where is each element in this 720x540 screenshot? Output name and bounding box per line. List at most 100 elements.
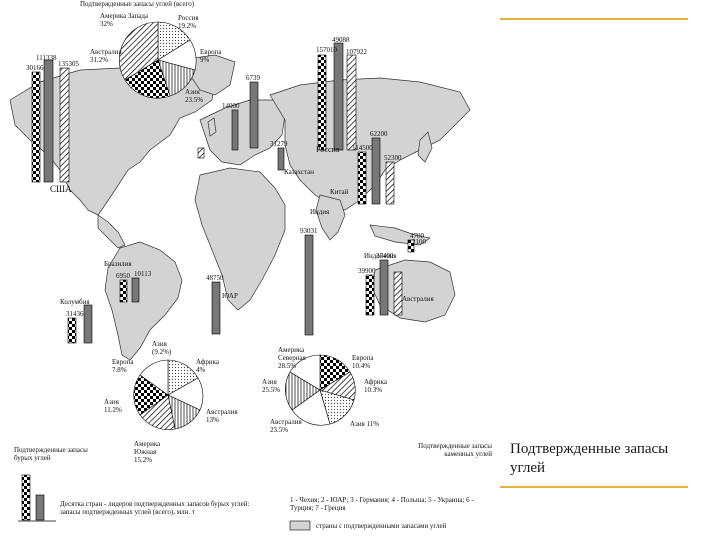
value-europe-1: 14000 bbox=[222, 102, 240, 110]
country-brazil: Бразилия bbox=[104, 260, 132, 268]
country-australia: Австралия bbox=[402, 295, 434, 303]
value-kazakhstan: 31279 bbox=[270, 140, 288, 148]
central-america bbox=[97, 214, 126, 249]
pie-top-label-4: Австралия 31.2% bbox=[90, 48, 122, 64]
japan bbox=[417, 131, 433, 163]
value-aus-2: 37400 bbox=[376, 252, 394, 260]
country-indonesia: Индонезия bbox=[364, 252, 397, 260]
bars-europe bbox=[197, 81, 259, 159]
bars-china bbox=[357, 137, 395, 205]
bar-europe-1 bbox=[249, 81, 259, 149]
bar-aus-3 bbox=[393, 271, 403, 316]
bars-south-africa bbox=[211, 281, 221, 335]
value-europe-2: 6739 bbox=[246, 74, 260, 82]
legend-bottom: 1 - Чехия; 2 - ЮАР; 3 - Германия; 4 - По… bbox=[290, 496, 474, 512]
pie-bl-label-6: Азия 11.2% bbox=[104, 398, 122, 414]
country-india: Индия bbox=[310, 208, 330, 216]
pie-bottom-right bbox=[285, 354, 356, 426]
value-usa-1: 111338 bbox=[36, 54, 57, 62]
country-usa: США bbox=[50, 184, 72, 194]
pie-bl-label-4: Америка Южная 15.2% bbox=[134, 440, 161, 464]
pie-br-label-3: Африка 10.3% bbox=[364, 378, 387, 394]
pie-bottom-left bbox=[133, 359, 204, 430]
bar-india-1 bbox=[304, 234, 314, 336]
africa bbox=[194, 167, 286, 311]
value-sa: 48750 bbox=[206, 274, 224, 282]
bar-kazakhstan-1 bbox=[277, 147, 285, 171]
country-china: Китай bbox=[330, 188, 349, 196]
pie-bl-label-5: Австралия 13% bbox=[206, 408, 238, 424]
bars-legend bbox=[18, 474, 56, 522]
value-aus-1: 39900 bbox=[358, 267, 376, 275]
value-china-3: 52300 bbox=[384, 154, 402, 162]
bars-kazakhstan bbox=[277, 147, 285, 171]
value-russia-2: 49088 bbox=[332, 36, 350, 44]
pie-top-label-3: Европа 9% bbox=[200, 48, 222, 64]
bars-colombia bbox=[67, 304, 93, 344]
bars-india bbox=[304, 234, 314, 336]
value-indonesia: 4700 bbox=[410, 232, 424, 240]
pie-br-label-4: Азия 25.5% bbox=[262, 378, 281, 394]
pie-bl-label-3: Африка 4% bbox=[196, 358, 219, 374]
bar-brazil-1 bbox=[119, 279, 128, 303]
bars-russia bbox=[317, 42, 357, 151]
bar-legend-2 bbox=[35, 494, 45, 521]
pie-br-label-5: Австралия 23.5% bbox=[270, 418, 302, 434]
pie-bl-label-2: Европа 7.8% bbox=[112, 358, 134, 374]
pie-bl-label-1: Азия (9.2%) bbox=[152, 340, 172, 356]
country-russia: Россия bbox=[316, 145, 340, 154]
bar-europe-3 bbox=[197, 147, 205, 159]
bars-brazil bbox=[119, 277, 140, 303]
bar-usa-1 bbox=[31, 71, 41, 183]
top-accent-rule bbox=[500, 18, 688, 20]
bar-indo-1 bbox=[407, 239, 415, 253]
bar-brazil-2 bbox=[131, 277, 140, 303]
pie-top-label-1: Америка Запада 32% bbox=[100, 12, 149, 28]
bar-china-3 bbox=[385, 161, 395, 205]
value-brazil-2: 10113 bbox=[134, 270, 152, 278]
bar-china-2 bbox=[371, 137, 381, 205]
legend-swatch bbox=[289, 520, 311, 531]
pie-bl-title: Подтвержденные запасы бурых углей bbox=[14, 446, 88, 462]
bars-australia bbox=[365, 259, 403, 316]
pie-br-label-1: Америка Северная 28.5% bbox=[278, 346, 306, 370]
value-usa-3: 135305 bbox=[58, 60, 79, 68]
bar-legend-1 bbox=[21, 474, 31, 521]
bar-aus-1 bbox=[365, 274, 375, 316]
bar-usa-3 bbox=[59, 67, 70, 183]
country-colombia: Колумбия bbox=[60, 298, 90, 306]
pie-top-title: Подтвержденные запасы углей (всего) bbox=[80, 0, 195, 8]
value-china-2: 62200 bbox=[370, 130, 388, 138]
value-colombia: 31436 bbox=[66, 310, 84, 318]
pie-br-label-6: Азия 11% bbox=[350, 420, 380, 428]
europe bbox=[199, 99, 286, 166]
india bbox=[315, 194, 346, 241]
bottom-accent-rule bbox=[500, 486, 688, 488]
country-sa: ЮАР bbox=[222, 292, 238, 300]
bar-usa-2 bbox=[43, 59, 54, 183]
pie-br-label-2: Европа 10.4% bbox=[352, 354, 374, 370]
australia bbox=[371, 259, 456, 323]
bar-europe-2 bbox=[231, 109, 239, 151]
uk bbox=[207, 117, 217, 137]
bars-indonesia bbox=[407, 239, 415, 253]
value-brazil-1: 6950 bbox=[116, 272, 130, 280]
pie-top-label-2: Россия 19.2% bbox=[178, 14, 199, 30]
pie-top-label-5: Азия 23.5% bbox=[185, 88, 204, 104]
value-china-1: 114500 bbox=[352, 144, 373, 152]
bar-russia-1 bbox=[317, 54, 327, 151]
legend-note: Десятка стран - лидеров подтвержденных з… bbox=[60, 500, 250, 516]
bar-china-1 bbox=[357, 151, 367, 205]
bar-aus-2 bbox=[379, 259, 389, 316]
bars-usa bbox=[31, 59, 70, 183]
south-america bbox=[104, 241, 183, 361]
pie-br-title: Подтвержденные запасы каменных углей bbox=[418, 442, 492, 458]
bar-colombia-2 bbox=[83, 304, 93, 344]
country-kazakhstan: Казахстан bbox=[284, 168, 314, 176]
value-india: 93031 bbox=[300, 227, 318, 235]
value-aus-3: 2100 bbox=[412, 238, 426, 246]
legend-swatch-label: страны с подтвержденными запасами углей bbox=[316, 522, 447, 530]
bar-russia-2 bbox=[333, 42, 344, 151]
indonesia bbox=[369, 224, 431, 246]
pie-top bbox=[119, 21, 197, 99]
